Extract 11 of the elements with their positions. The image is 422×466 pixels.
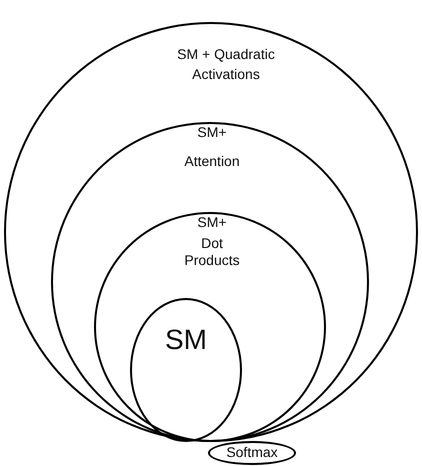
circle-label: SM+ — [197, 214, 227, 231]
circle-label: SM + Quadratic Activations — [176, 45, 276, 84]
circle-label: SM — [165, 323, 207, 357]
nested-circle — [51, 122, 369, 442]
nested-circle — [130, 298, 242, 442]
nested-circle — [4, 22, 418, 442]
circle-label: Dot Products — [183, 234, 241, 268]
nested-circle — [94, 212, 326, 442]
circle-label: Softmax — [226, 444, 278, 461]
circle-label: SM+ — [197, 124, 227, 141]
circle-label: Attention — [184, 152, 240, 170]
